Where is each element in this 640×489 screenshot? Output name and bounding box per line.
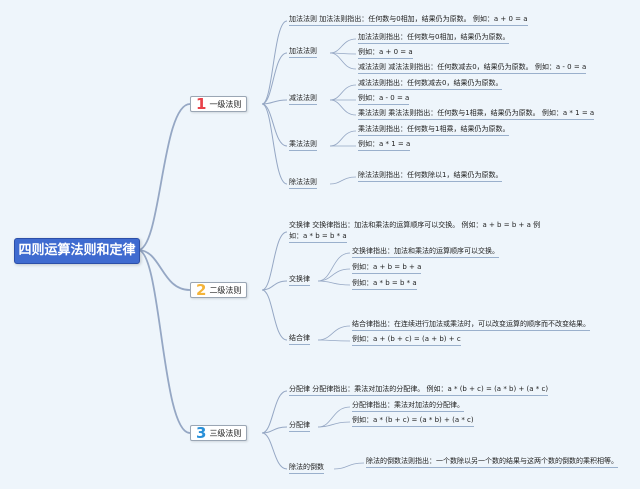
level-2-node[interactable]: 2 二级法则 <box>190 281 248 299</box>
connector <box>329 52 357 70</box>
leaf-text[interactable]: 交换律 交换律指出：加法和乘法的运算顺序可以交换。 例如：a + b = b +… <box>289 221 541 229</box>
connector <box>329 38 357 54</box>
topic-multiplication[interactable]: 乘法法则 <box>289 140 317 151</box>
topic-subtraction[interactable]: 减法法则 <box>289 94 317 105</box>
connector <box>261 426 288 434</box>
leaf-text[interactable]: 乘法法则指出：任何数与1相乘，结果仍为原数。 <box>358 125 510 136</box>
connector <box>137 249 191 291</box>
connector <box>317 252 351 282</box>
leaf-text[interactable]: 结合律指出：在连续进行加法或乘法时，可以改变运算的顺序而不改变结果。 <box>352 320 590 331</box>
level-3-label: 三级法则 <box>209 428 242 438</box>
connector <box>317 280 351 286</box>
connector <box>333 462 365 470</box>
connector <box>261 103 288 147</box>
connector <box>261 289 288 341</box>
connector <box>137 249 191 434</box>
topic-division[interactable]: 除法法则 <box>289 178 317 189</box>
leaf-text[interactable]: 例如：a + 0 = a <box>358 48 413 59</box>
connector <box>317 268 351 282</box>
topic-addition[interactable]: 加法法则 <box>289 47 317 58</box>
leaf-text[interactable]: 例如：a * 1 = a <box>358 140 411 151</box>
leaf-text[interactable]: 除法法则指出：任何数除以1，结果仍为原数。 <box>358 171 503 182</box>
topic-distributive[interactable]: 分配律 <box>289 421 310 432</box>
connector <box>261 20 288 105</box>
topic-associative[interactable]: 结合律 <box>289 334 310 345</box>
number-3-icon: 3 <box>196 424 207 442</box>
level-1-label: 一级法则 <box>209 99 242 109</box>
leaf-text[interactable]: 例如：a - 0 = a <box>358 94 410 105</box>
topic-commutative[interactable]: 交换律 <box>289 275 310 286</box>
connector <box>317 421 351 428</box>
leaf-text[interactable]: 分配律指出：乘法对加法的分配律。 <box>352 401 464 412</box>
root-node[interactable]: 四则运算法则和定律 <box>14 238 140 264</box>
leaf-text[interactable]: 减法法则 减法法则指出：任何数减去0，结果仍为原数。 例如：a - 0 = a <box>358 63 587 74</box>
leaf-text[interactable]: 例如：a * b = b * a <box>352 279 417 290</box>
level-2-label: 二级法则 <box>209 285 242 295</box>
leaf-text[interactable]: 例如：a * (b + c) = (a * b) + (a * c) <box>352 416 474 427</box>
connector <box>329 176 357 185</box>
leaf-text[interactable]: 加法法则 加法法则指出：任何数与0相加，结果仍为原数。 例如：a + 0 = a <box>289 15 528 26</box>
connector <box>261 231 288 291</box>
leaf-text-cont[interactable]: 如：a * b = b * a <box>289 232 347 243</box>
leaf-text[interactable]: 乘法法则 乘法法则指出：任何数与1相乘，结果仍为原数。 例如：a * 1 = a <box>358 109 595 120</box>
connector <box>329 99 357 116</box>
connector <box>261 432 288 470</box>
connector <box>261 52 288 105</box>
connector <box>261 99 288 105</box>
leaf-text[interactable]: 例如：a + b = b + a <box>352 263 422 274</box>
level-1-node[interactable]: 1 一级法则 <box>190 95 248 113</box>
leaf-text[interactable]: 分配律 分配律指出：乘法对加法的分配律。 例如：a * (b + c) = (a… <box>289 385 549 396</box>
number-1-icon: 1 <box>196 95 207 113</box>
connector <box>329 130 357 147</box>
leaf-text[interactable]: 交换律指出：加法和乘法的运算顺序可以交换。 <box>352 247 499 258</box>
connector <box>261 103 288 185</box>
connector <box>317 406 351 428</box>
connector <box>317 339 351 342</box>
topic-reciprocal[interactable]: 除法的倒数 <box>289 463 324 474</box>
level-3-node[interactable]: 3 三级法则 <box>190 424 248 442</box>
leaf-text[interactable]: 除法的倒数法则指出：一个数除以另一个数的结果与这两个数的倒数的乘积相等。 <box>366 457 618 468</box>
leaf-text[interactable]: 加法法则指出：任何数与0相加，结果仍为原数。 <box>358 33 510 44</box>
leaf-text[interactable]: 减法法则指出：任何数减去0，结果仍为原数。 <box>358 79 503 90</box>
connector <box>261 390 288 434</box>
connector <box>329 84 357 101</box>
number-2-icon: 2 <box>196 281 207 299</box>
leaf-text[interactable]: 例如：a + (b + c) = (a + b) + c <box>352 335 461 346</box>
connector <box>261 280 288 291</box>
connector <box>317 325 351 341</box>
connector <box>137 103 191 251</box>
